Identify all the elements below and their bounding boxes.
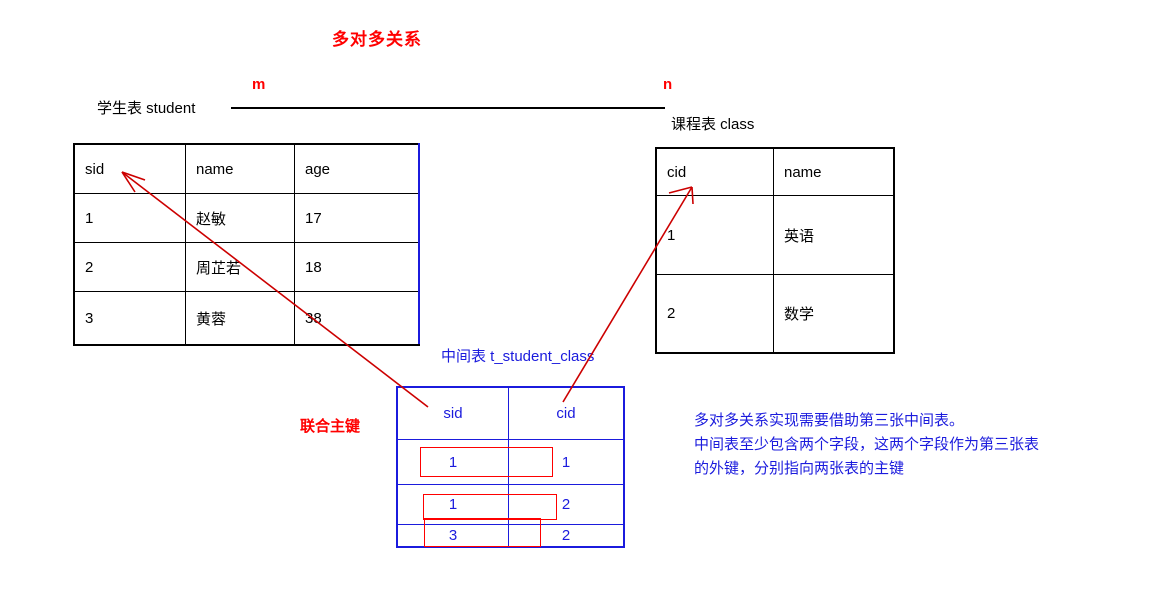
student-table: sid name age 1 赵敏 17 2 周芷若 18 3 黄蓉 38 bbox=[73, 143, 420, 346]
cell-cid: 1 bbox=[508, 439, 625, 485]
cell-sid: 1 bbox=[396, 484, 509, 525]
table-row: 1 2 bbox=[396, 484, 625, 525]
column-header-age: age bbox=[294, 143, 420, 194]
cell-cid: 2 bbox=[508, 484, 625, 525]
column-header-name: name bbox=[773, 147, 895, 196]
table-row: 1 1 bbox=[396, 439, 625, 485]
table-row: 3 黄蓉 38 bbox=[73, 291, 420, 346]
cardinality-marker-n: n bbox=[663, 76, 673, 93]
note-line-1: 多对多关系实现需要借助第三张中间表。 bbox=[694, 412, 965, 429]
table-row: 1 赵敏 17 bbox=[73, 193, 420, 243]
column-header-name: name bbox=[185, 143, 295, 194]
cell-name: 黄蓉 bbox=[185, 291, 295, 346]
column-header-cid: cid bbox=[655, 147, 774, 196]
table-row: 1 英语 bbox=[655, 195, 895, 275]
cell-cid: 2 bbox=[655, 274, 774, 354]
page-title: 多对多关系 bbox=[332, 30, 422, 49]
cardinality-marker-m: m bbox=[252, 76, 266, 93]
note-line-2: 中间表至少包含两个字段，这两个字段作为第三张表 bbox=[694, 436, 1040, 453]
relation-connector-line bbox=[231, 107, 665, 109]
cell-sid: 1 bbox=[73, 193, 186, 243]
cell-age: 18 bbox=[294, 242, 420, 292]
table-row: 3 2 bbox=[396, 524, 625, 548]
table-header-row: sid name age bbox=[73, 143, 420, 194]
class-table-caption: 课程表 class bbox=[671, 116, 755, 133]
table-header-row: cid name bbox=[655, 147, 895, 196]
cell-age: 17 bbox=[294, 193, 420, 243]
cell-name: 英语 bbox=[773, 195, 895, 275]
cell-age: 38 bbox=[294, 291, 420, 346]
table-header-row: sid cid bbox=[396, 386, 625, 440]
column-header-cid: cid bbox=[508, 386, 625, 440]
cell-cid: 1 bbox=[655, 195, 774, 275]
explanation-note: 多对多关系实现需要借助第三张中间表。 中间表至少包含两个字段，这两个字段作为第三… bbox=[694, 409, 1134, 481]
class-table: cid name 1 英语 2 数学 bbox=[655, 147, 895, 354]
student-table-caption: 学生表 student bbox=[97, 100, 196, 117]
table-row: 2 数学 bbox=[655, 274, 895, 354]
column-header-sid: sid bbox=[73, 143, 186, 194]
table-row: 2 周芷若 18 bbox=[73, 242, 420, 292]
cell-name: 数学 bbox=[773, 274, 895, 354]
column-header-sid: sid bbox=[396, 386, 509, 440]
cell-sid: 1 bbox=[396, 439, 509, 485]
cell-sid: 2 bbox=[73, 242, 186, 292]
cell-cid: 2 bbox=[508, 524, 625, 548]
cell-sid: 3 bbox=[396, 524, 509, 548]
junction-table: sid cid 1 1 1 2 3 2 bbox=[396, 386, 625, 548]
junction-table-caption: 中间表 t_student_class bbox=[441, 348, 595, 365]
composite-key-label: 联合主键 bbox=[300, 418, 361, 435]
cell-sid: 3 bbox=[73, 291, 186, 346]
cell-name: 赵敏 bbox=[185, 193, 295, 243]
note-line-3: 的外键，分别指向两张表的主键 bbox=[694, 460, 905, 477]
cell-name: 周芷若 bbox=[185, 242, 295, 292]
